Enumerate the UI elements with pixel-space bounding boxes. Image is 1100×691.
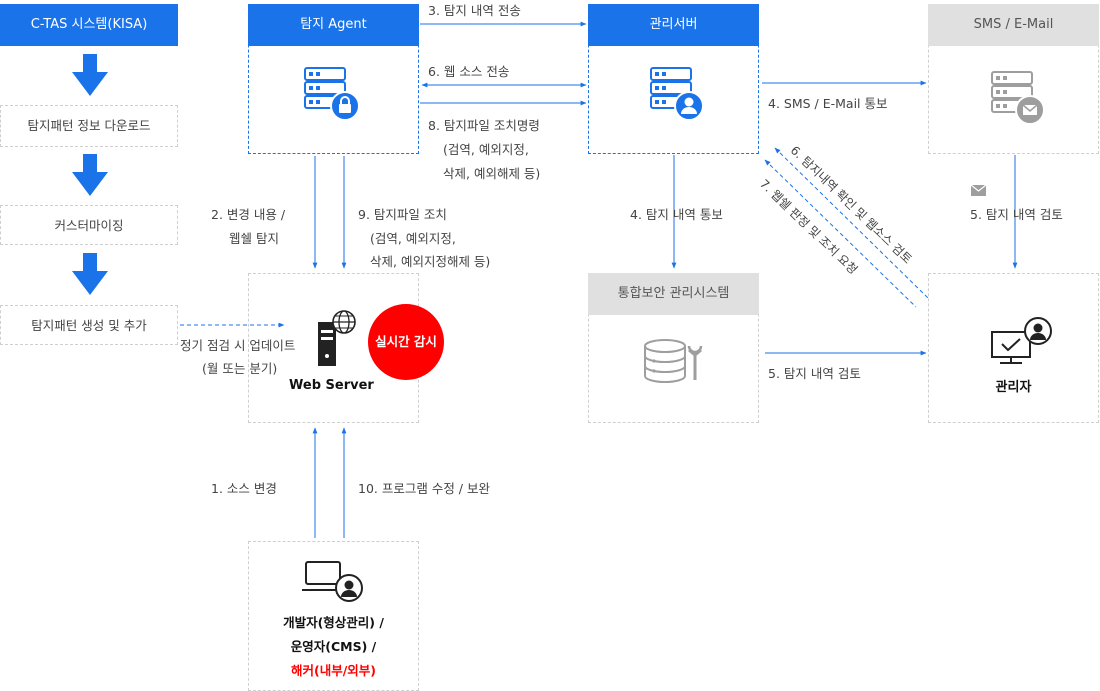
flow-label-periodic-a: 정기 점검 시 업데이트 <box>180 338 296 353</box>
arrow-down-big-3 <box>72 253 108 295</box>
step-pattern-create: 탐지패턴 생성 및 추가 <box>0 305 178 345</box>
arrow-down-big-1 <box>72 54 108 96</box>
flow-label-f10: 10. 프로그램 수정 / 보완 <box>358 481 490 496</box>
arrow-down-big-2 <box>72 154 108 196</box>
step-customizing: 커스터마이징 <box>0 205 178 245</box>
database-wrench-icon <box>644 339 703 383</box>
server-globe-icon <box>318 310 356 366</box>
developer-line3: 해커(내부/외부) <box>291 663 376 678</box>
webserver-label: Web Server <box>289 378 374 393</box>
arrow-f6-diagonal <box>774 147 929 299</box>
flow-label-f4-sms: 4. SMS / E-Mail 통보 <box>768 96 888 111</box>
agent-header: 탐지 Agent <box>248 4 419 46</box>
realtime-badge: 실시간 감시 <box>368 304 444 380</box>
flow-label-f8a: 8. 탐지파일 조치명령 <box>428 118 540 133</box>
step-download-label: 탐지패턴 정보 다운로드 <box>27 118 151 133</box>
flow-label-f2b: 웹쉘 탐지 <box>229 231 279 246</box>
flow-label-f5-bottom: 5. 탐지 내역 검토 <box>768 366 861 381</box>
developer-line1: 개발자(형상관리) / <box>283 615 384 630</box>
flow-label-f5-top: 5. 탐지 내역 검토 <box>970 207 1063 222</box>
arrow-f7-diagonal <box>764 159 917 308</box>
monitor-check-icon <box>991 317 1052 364</box>
sms-header: SMS / E-Mail <box>928 4 1099 46</box>
ctas-header: C-TAS 시스템(KISA) <box>0 4 178 46</box>
server-lock-icon <box>304 67 360 121</box>
server-user-icon <box>650 67 704 121</box>
flow-label-f3: 3. 탐지 내역 전송 <box>428 3 521 18</box>
server-mail-icon <box>991 71 1045 125</box>
admin-box <box>928 273 1099 423</box>
flow-label-f2a: 2. 변경 내용 / <box>211 207 286 222</box>
mgmt-header: 관리서버 <box>588 4 759 46</box>
flow-label-f8c: 삭제, 예외해제 등) <box>443 166 541 181</box>
mail-icon <box>970 184 987 196</box>
step-pattern-create-label: 탐지패턴 생성 및 추가 <box>31 318 147 333</box>
flow-label-f9b: (검역, 예외지정, <box>370 231 456 246</box>
flow-label-f1: 1. 소스 변경 <box>211 481 277 496</box>
siem-header: 통합보안 관리시스템 <box>588 273 759 315</box>
step-customizing-label: 커스터마이징 <box>54 218 124 233</box>
flow-label-f9a: 9. 탐지파일 조치 <box>358 207 447 222</box>
developer-line2: 운영자(CMS) / <box>290 639 377 654</box>
flow-label-f4: 4. 탐지 내역 통보 <box>630 207 723 222</box>
flow-label-f8b: (검역, 예외지정, <box>443 142 529 157</box>
admin-label: 관리자 <box>995 380 1032 395</box>
laptop-user-icon <box>302 561 363 602</box>
step-download: 탐지패턴 정보 다운로드 <box>0 105 178 147</box>
flow-label-periodic-b: (월 또는 분기) <box>202 361 278 376</box>
flow-label-f9c: 삭제, 예외지정해제 등) <box>370 254 491 269</box>
flow-label-f6: 6. 웹 소스 전송 <box>428 64 510 79</box>
